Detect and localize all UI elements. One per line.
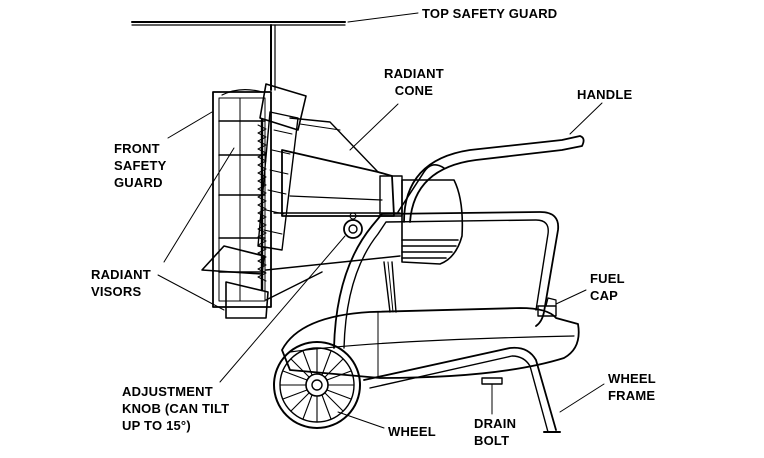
handle-part (333, 135, 585, 349)
label-wheel-frame-line2: FRAME (608, 388, 656, 403)
label-front-safety-guard-line2: SAFETY (114, 158, 167, 173)
adjustment-knob-part (343, 212, 363, 239)
radiant-cone-part (265, 117, 403, 301)
fuel-tank-part (281, 297, 580, 385)
label-wheel: WHEEL (388, 423, 436, 440)
leader-radiant-visors-2 (157, 274, 225, 311)
label-radiant-visors: RADIANT VISORS (91, 266, 151, 300)
label-handle-text: HANDLE (577, 87, 633, 102)
label-radiant-cone-line1: RADIANT (384, 66, 444, 81)
leader-top-safety-guard (347, 12, 419, 23)
label-adjustment-knob-line3: UP TO 15°) (122, 418, 191, 433)
leader-handle (569, 102, 603, 135)
label-fuel-cap-line1: FUEL (590, 271, 625, 286)
label-fuel-cap-line2: CAP (590, 288, 619, 303)
label-drain-bolt: DRAIN BOLT (474, 415, 516, 449)
motor-housing-part (383, 179, 464, 313)
leader-wheel (337, 411, 385, 429)
label-drain-bolt-line2: BOLT (474, 433, 510, 448)
top-safety-guard-part (131, 21, 346, 91)
wheel-frame-part (363, 346, 561, 433)
label-adjustment-knob-line1: ADJUSTMENT (122, 384, 213, 399)
label-wheel-frame: WHEEL FRAME (608, 370, 656, 404)
label-handle: HANDLE (577, 86, 632, 103)
label-wheel-frame-line1: WHEEL (608, 371, 656, 386)
label-radiant-cone-line2: CONE (394, 83, 434, 98)
label-front-safety-guard-line1: FRONT (114, 141, 160, 156)
leader-radiant-visors-1 (163, 147, 235, 263)
leader-lines (157, 12, 605, 429)
leader-fuel-cap (555, 289, 587, 305)
leader-wheel-frame (559, 383, 605, 413)
label-front-safety-guard-line3: GUARD (114, 175, 163, 190)
label-radiant-visors-line2: VISORS (91, 284, 142, 299)
front-safety-guard-part (212, 89, 299, 308)
label-wheel-text: WHEEL (388, 424, 436, 439)
label-top-safety-guard: TOP SAFETY GUARD (422, 5, 557, 22)
label-radiant-cone: RADIANT CONE (384, 65, 444, 99)
label-front-safety-guard: FRONT SAFETY GUARD (114, 140, 166, 191)
label-adjustment-knob: ADJUSTMENT KNOB (CAN TILT UP TO 15°) (122, 383, 229, 434)
leader-front-safety-guard (167, 111, 213, 139)
label-drain-bolt-line1: DRAIN (474, 416, 517, 431)
label-fuel-cap: FUEL CAP (590, 270, 625, 304)
label-adjustment-knob-line2: KNOB (CAN TILT (122, 401, 230, 416)
label-top-safety-guard-text: TOP SAFETY GUARD (422, 6, 558, 21)
wheel-part (273, 341, 361, 429)
leader-adjustment-knob (219, 235, 346, 383)
leader-radiant-cone (349, 103, 399, 151)
label-radiant-visors-line1: RADIANT (91, 267, 151, 282)
radiant-visors-part (201, 83, 307, 319)
